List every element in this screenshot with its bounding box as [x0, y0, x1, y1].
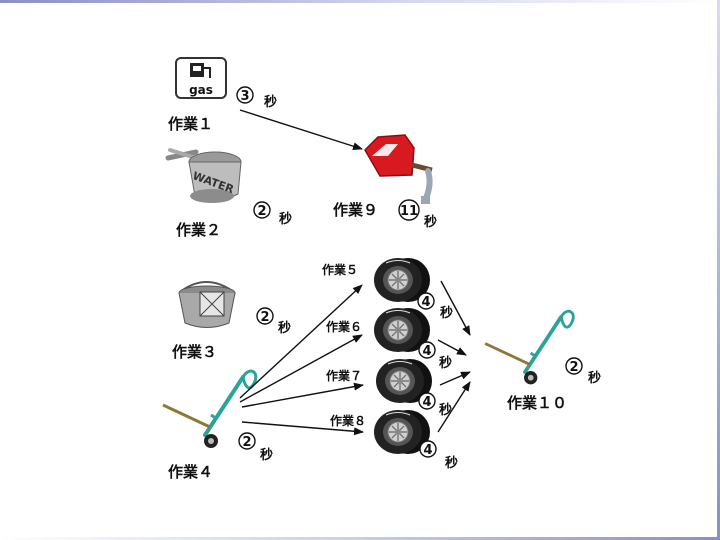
task-8-duration: 4: [423, 443, 432, 458]
task-5-duration-circle: [417, 292, 435, 310]
task-4-duration-circle: [238, 432, 256, 450]
task-5-label: 作業５: [322, 262, 358, 277]
arrow-task1-to-task9: [239, 109, 363, 151]
task-10-unit: 秒: [588, 370, 601, 386]
task-6-duration-circle: [418, 341, 436, 359]
task-6-duration: 4: [422, 344, 431, 359]
arrow-task6-to-task10: [437, 339, 467, 356]
task-4-label: 作業４: [168, 463, 213, 481]
arrow-task4-to-task6: [239, 334, 363, 403]
task-7-unit: 秒: [439, 402, 452, 418]
water-tank-icon: WATER: [165, 148, 242, 203]
task-10-label: 作業１０: [507, 394, 567, 412]
arrow-task8-to-task10: [437, 381, 471, 433]
task-8-unit: 秒: [445, 455, 458, 471]
bucket-icon: [178, 281, 236, 328]
task-4-unit: 秒: [260, 447, 273, 463]
task-7-duration: 4: [422, 395, 431, 410]
arrow-task4-to-task8: [241, 421, 364, 436]
task-3-unit: 秒: [278, 320, 291, 336]
task-1-duration: 3: [240, 89, 249, 104]
task-5-duration: 4: [421, 295, 430, 310]
task-9-duration: 11: [400, 204, 418, 219]
task-9-unit: 秒: [424, 214, 437, 230]
task-4-duration: 2: [242, 435, 251, 450]
task-1-unit: 秒: [264, 94, 277, 110]
arrow-task4-to-task7: [241, 382, 364, 408]
task-8-label: 作業８: [330, 413, 366, 428]
task-6-label: 作業６: [326, 319, 362, 334]
task-2-duration-circle: [253, 201, 271, 219]
task-3-duration-circle: [256, 307, 274, 325]
task-2-label: 作業２: [176, 221, 221, 239]
task-3-duration: 2: [260, 310, 269, 325]
task-2-unit: 秒: [279, 211, 292, 227]
task-7-label: 作業７: [326, 368, 362, 383]
fuel-can-icon: [364, 134, 433, 204]
task-10-duration: 2: [569, 360, 578, 375]
bottom-border: [0, 537, 720, 540]
arrow-task7-to-task10: [439, 371, 471, 386]
gas-station-icon: gas: [175, 57, 227, 99]
task-2-duration: 2: [257, 204, 266, 219]
task-1-label: 作業１: [168, 115, 213, 133]
task-10-duration-circle: [565, 357, 583, 375]
task-6-unit: 秒: [439, 355, 452, 371]
arrow-task5-to-task10: [440, 280, 471, 336]
top-border: [0, 0, 720, 3]
gas-sign-text: gas: [189, 83, 213, 97]
right-border: [717, 0, 720, 540]
task-1-duration-circle: [236, 86, 254, 104]
task-9-label: 作業９: [333, 201, 378, 219]
task-7-duration-circle: [418, 392, 436, 410]
task-5-unit: 秒: [440, 305, 453, 321]
trolley-jack-icon-task-10: [483, 309, 576, 387]
task-3-label: 作業３: [172, 343, 217, 361]
task-9-duration-circle: [398, 199, 420, 221]
task-8-duration-circle: [419, 440, 437, 458]
arrow-task4-to-task5: [239, 284, 363, 399]
